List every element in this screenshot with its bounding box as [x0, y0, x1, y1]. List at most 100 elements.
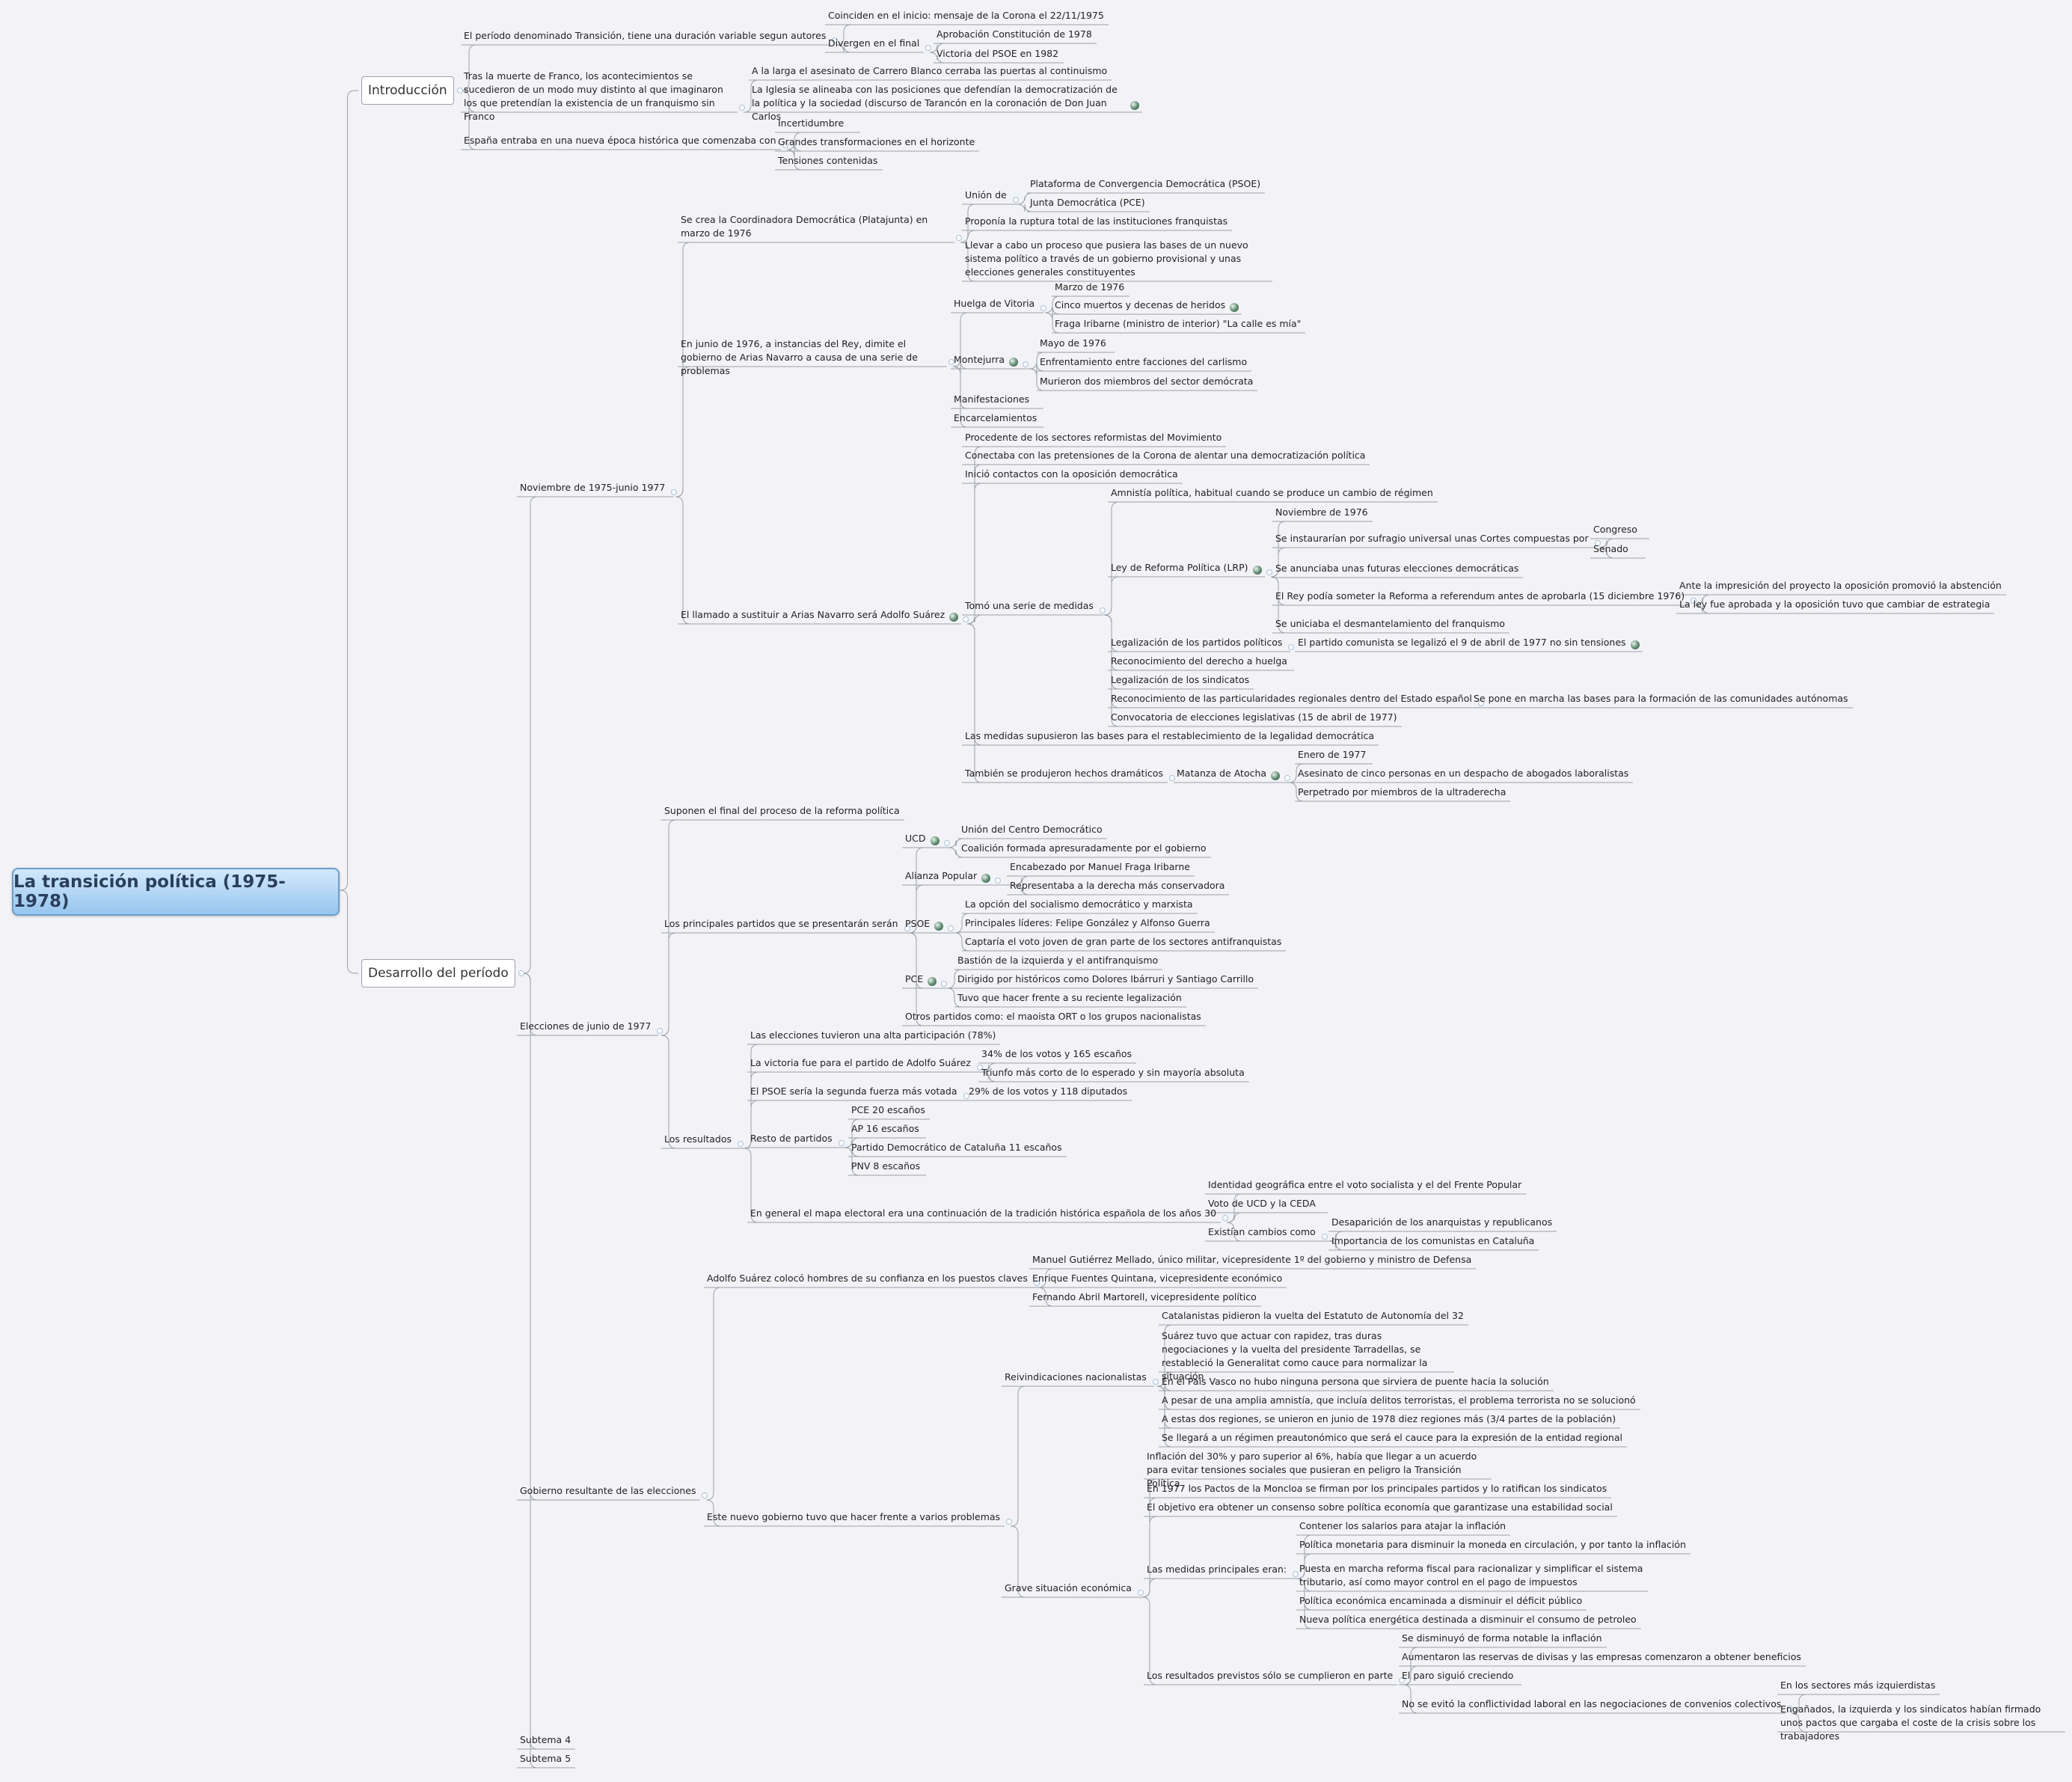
topic-m2c2b[interactable]: Triunfo más corto de lo esperado y sin m… [981, 1067, 1245, 1078]
topic-m3b1b[interactable]: Suárez tuvo que actuar con rapidez, tras… [1162, 1330, 1428, 1382]
expand-toggle-icon[interactable] [963, 1093, 969, 1099]
topic-m1c6a3[interactable]: Perpetrado por miembros de la ultraderec… [1298, 786, 1507, 797]
topic-n3a[interactable]: Incertidumbre [778, 117, 845, 129]
topic-m1c4g[interactable]: Convocatoria de elecciones legislativas … [1111, 711, 1397, 723]
topic-m2b3[interactable]: PSOE [905, 918, 931, 929]
expand-toggle-icon[interactable] [1691, 598, 1696, 604]
topic-m3b1f[interactable]: Se llegará a un régimen preautonómico qu… [1162, 1432, 1622, 1443]
topic-m1a1[interactable]: Unión de [965, 189, 1007, 200]
topic-m1b3[interactable]: Manifestaciones [954, 394, 1030, 405]
topic-m3a1[interactable]: Manuel Gutiérrez Mellado, único militar,… [1032, 1254, 1472, 1265]
expand-toggle-icon[interactable] [1293, 1571, 1299, 1577]
root-topic[interactable]: La transición política (1975-1978) [12, 868, 340, 916]
topic-m1b2c[interactable]: Murieron dos miembros del sector demócra… [1040, 376, 1254, 387]
topic-m1c4e[interactable]: Legalización de los sindicatos [1111, 674, 1250, 685]
topic-m1c4c1[interactable]: El partido comunista se legalizó el 9 de… [1298, 637, 1626, 648]
topic-n3[interactable]: España entraba en una nueva época histór… [464, 135, 776, 146]
expand-toggle-icon[interactable] [995, 878, 1001, 884]
expand-toggle-icon[interactable] [963, 616, 969, 622]
topic-n1[interactable]: El período denominado Transición, tiene … [464, 30, 827, 41]
topic-m1c4f[interactable]: Reconocimiento de las particularidades r… [1111, 693, 1472, 704]
topic-n1b1[interactable]: Aprobación Constitución de 1978 [937, 28, 1092, 40]
expand-toggle-icon[interactable] [657, 1028, 663, 1034]
expand-toggle-icon[interactable] [1787, 1706, 1793, 1712]
globe-marker-icon[interactable] [1009, 358, 1018, 367]
expand-toggle-icon[interactable] [1284, 775, 1290, 781]
topic-m1b[interactable]: En junio de 1976, a instancias del Rey, … [681, 338, 918, 376]
topic-m3b2d5[interactable]: Nueva política energética destinada a di… [1299, 1614, 1637, 1625]
globe-marker-icon[interactable] [934, 922, 943, 931]
topic-m3b1a[interactable]: Catalanistas pidieron la vuelta del Esta… [1162, 1310, 1464, 1321]
topic-m1c5[interactable]: Las medidas supusieron las bases para el… [965, 730, 1375, 741]
globe-marker-icon[interactable] [1230, 303, 1239, 312]
globe-marker-icon[interactable] [931, 836, 940, 845]
topic-m2c4[interactable]: Resto de partidos [750, 1133, 833, 1144]
expand-toggle-icon[interactable] [1322, 1234, 1328, 1240]
topic-m1c1[interactable]: Procedente de los sectores reformistas d… [965, 432, 1222, 443]
topic-m2c4d[interactable]: PNV 8 escaños [851, 1160, 921, 1172]
topic-m1a2[interactable]: Proponía la ruptura total de las institu… [965, 215, 1228, 227]
topic-m1c6a1[interactable]: Enero de 1977 [1298, 749, 1367, 760]
expand-toggle-icon[interactable] [1266, 569, 1272, 575]
topic-m1c6a[interactable]: Matanza de Atocha [1177, 768, 1267, 779]
topic-n3b[interactable]: Grandes transformaciones en el horizonte [778, 136, 975, 147]
expand-toggle-icon[interactable] [832, 37, 838, 43]
globe-marker-icon[interactable] [1253, 566, 1262, 575]
topic-m1c4d[interactable]: Reconocimiento del derecho a huelga [1111, 655, 1287, 667]
topic-m1a1b[interactable]: Junta Democrática (PCE) [1030, 197, 1145, 208]
topic-m2c4c[interactable]: Partido Democrático de Cataluña 11 escañ… [851, 1142, 1062, 1153]
topic-m3b2[interactable]: Grave situación económica [1005, 1582, 1132, 1593]
topic-m1c2[interactable]: Conectaba con las pretensiones de la Cor… [965, 450, 1366, 461]
expand-toggle-icon[interactable] [977, 1065, 983, 1071]
topic-m1c6[interactable]: También se produjeron hechos dramáticos [965, 768, 1163, 779]
topic-m1c4b4b[interactable]: La ley fue aprobada y la oposición tuvo … [1679, 598, 1990, 610]
topic-m3b1c[interactable]: En el País Vasco no hubo ninguna persona… [1162, 1376, 1549, 1387]
expand-toggle-icon[interactable] [457, 88, 463, 94]
topic-m3a[interactable]: Adolfo Suárez colocó hombres de su confi… [707, 1273, 1028, 1284]
topic-m1c4a[interactable]: Amnistía política, habitual cuando se pr… [1111, 487, 1433, 498]
expand-toggle-icon[interactable] [1478, 700, 1484, 706]
topic-m3a3[interactable]: Fernando Abril Martorell, vicepresidente… [1032, 1291, 1257, 1302]
expand-toggle-icon[interactable] [1399, 1677, 1405, 1683]
topic-m2c[interactable]: Los resultados [664, 1133, 732, 1145]
topic-m1b1[interactable]: Huelga de Vitoria [954, 298, 1035, 309]
topic-m1a[interactable]: Se crea la Coordinadora Democrática (Pla… [681, 214, 928, 239]
topic-m2c3a[interactable]: 29% de los votos y 118 diputados [969, 1086, 1128, 1097]
topic-m3b2e4b[interactable]: Engañados, la izquierda y los sindicatos… [1780, 1703, 2041, 1742]
topic-m3b2d2[interactable]: Política monetaria para disminuir la mon… [1299, 1539, 1686, 1550]
expand-toggle-icon[interactable] [956, 235, 962, 241]
topic-m2c5a[interactable]: Identidad geográfica entre el voto socia… [1208, 1179, 1522, 1190]
topic-m3b2e2[interactable]: Aumentaron las reservas de divisas y las… [1402, 1651, 1801, 1662]
topic-m3b2c[interactable]: El objetivo era obtener un consenso sobr… [1147, 1501, 1613, 1513]
expand-toggle-icon[interactable] [925, 45, 931, 51]
topic-m3b2d4[interactable]: Política económica encaminada a disminui… [1299, 1595, 1583, 1606]
topic-m1c[interactable]: El llamado a sustituir a Arias Navarro s… [681, 609, 945, 620]
topic-m1c4b4a[interactable]: Ante la impresición del proyecto la opos… [1679, 580, 2002, 591]
topic-m2b1a[interactable]: Unión del Centro Democrático [961, 824, 1103, 835]
topic-m2c5b[interactable]: Voto de UCD y la CEDA [1208, 1198, 1316, 1209]
topic-n1a[interactable]: Coinciden en el inicio: mensaje de la Co… [828, 10, 1104, 21]
expand-toggle-icon[interactable] [671, 489, 677, 495]
topic-n1b[interactable]: Divergen en el final [828, 37, 920, 49]
topic-m3b2d[interactable]: Las medidas principales eran: [1147, 1564, 1287, 1575]
topic-m3b1e[interactable]: A estas dos regiones, se unieron en juni… [1162, 1413, 1616, 1424]
topic-m1c6a2[interactable]: Asesinato de cinco personas en un despac… [1298, 768, 1629, 779]
expand-toggle-icon[interactable] [1013, 197, 1019, 203]
topic-m1c4b1[interactable]: Noviembre de 1976 [1275, 506, 1368, 518]
topic-m1b2b[interactable]: Enfrentamiento entre facciones del carli… [1040, 356, 1248, 367]
expand-toggle-icon[interactable] [1138, 1590, 1144, 1596]
topic-m1b1b[interactable]: Cinco muertos y decenas de heridos [1055, 299, 1226, 310]
topic-m2c5[interactable]: En general el mapa electoral era una con… [750, 1207, 1217, 1219]
topic-m3b2d1[interactable]: Contener los salarios para atajar la inf… [1299, 1520, 1507, 1531]
expand-toggle-icon[interactable] [948, 925, 954, 931]
expand-toggle-icon[interactable] [738, 1141, 744, 1147]
topic-m2b4b[interactable]: Dirigido por históricos como Dolores Ibá… [957, 973, 1254, 985]
topic-n2b[interactable]: La Iglesia se alineaba con las posicione… [752, 84, 1118, 122]
topic-m2b2[interactable]: Alianza Popular [905, 870, 978, 881]
topic-m2b1b[interactable]: Coalición formada apresuradamente por el… [961, 842, 1207, 854]
topic-m1c3[interactable]: Inició contactos con la oposición democr… [965, 468, 1178, 480]
topic-m2b4c[interactable]: Tuvo que hacer frente a su reciente lega… [957, 992, 1182, 1003]
topic-m1b4[interactable]: Encarcelamientos [954, 412, 1037, 423]
topic-m1b2a[interactable]: Mayo de 1976 [1040, 337, 1106, 349]
expand-toggle-icon[interactable] [1040, 305, 1046, 311]
